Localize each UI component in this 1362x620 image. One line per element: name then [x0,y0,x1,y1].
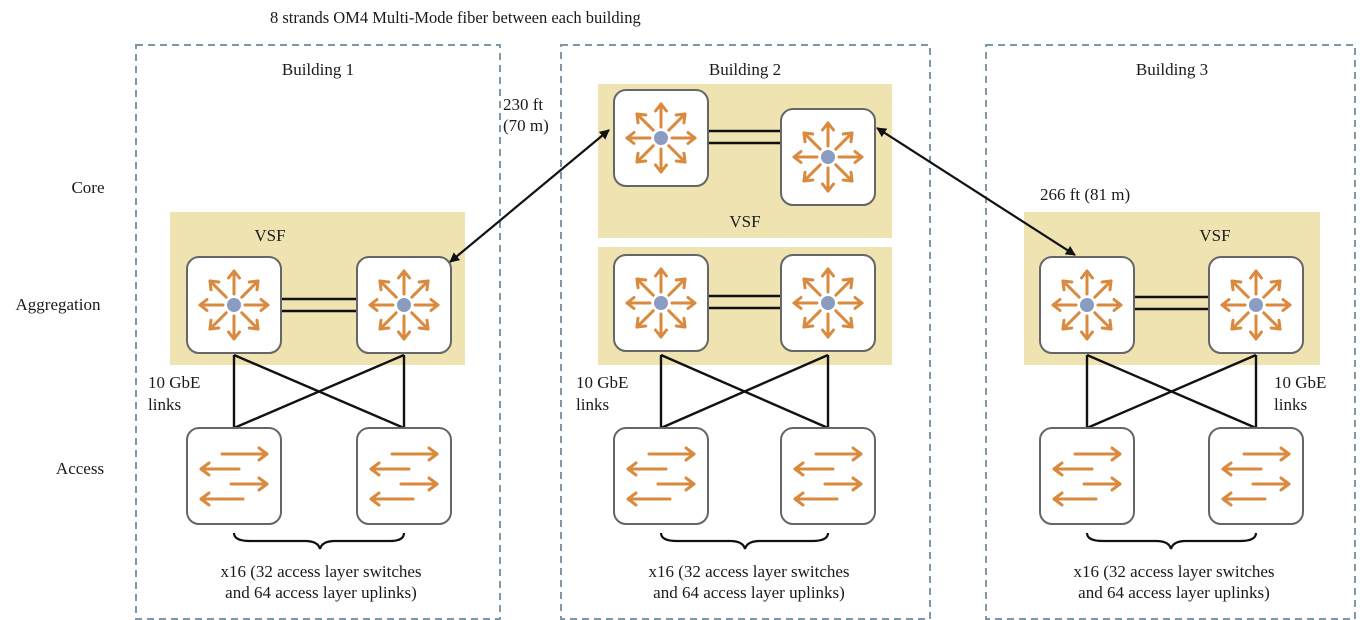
access-switch-5-icon [1039,427,1135,525]
access-braces [232,532,1258,550]
aggregation-switch-6-icon [1208,256,1304,354]
vsf-label-building-1: VSF [254,226,285,245]
building-3-border [985,44,1356,620]
access-summary-building-3-line1: x16 (32 access layer switches [1073,562,1274,581]
building-2-border [560,44,931,620]
access-switch-4-icon [780,427,876,525]
building-1-name: Building 1 [282,60,354,79]
aggregation-switch-2-icon [356,256,452,354]
access-summary-building-1-line1: x16 (32 access layer switches [220,562,421,581]
access-summary-building-2-line2: and 64 access layer uplinks) [653,583,845,602]
access-summary-building-2-line1: x16 (32 access layer switches [648,562,849,581]
layer-label-aggregation: Aggregation [16,295,101,314]
aggregation-switch-3-icon [613,254,709,352]
access-switch-6-icon [1208,427,1304,525]
links-label-building-3-line1: 10 GbE [1274,373,1326,392]
access-switch-1-icon [186,427,282,525]
aggregation-switch-1-icon [186,256,282,354]
fiber-distance-1-line1: 230 ft [503,95,543,114]
links-label-building-2-line1: 10 GbE [576,373,628,392]
layer-label-core: Core [71,178,104,197]
links-label-building-3-line2: links [1274,395,1307,414]
aggregation-switch-5-icon [1039,256,1135,354]
core-switch-2-icon [780,108,876,206]
building-3-name: Building 3 [1136,60,1208,79]
fiber-link-building-1-to-2 [449,129,610,263]
aggregation-switch-4-icon [780,254,876,352]
access-summary-building-3-line2: and 64 access layer uplinks) [1078,583,1270,602]
vsf-label-building-2: VSF [729,212,760,231]
diagram-title: 8 strands OM4 Multi-Mode fiber between e… [270,8,641,27]
access-switch-2-icon [356,427,452,525]
fiber-distance-2: 266 ft (81 m) [1040,185,1130,204]
building-1-border [135,44,501,620]
fiber-distance-1-line2: (70 m) [503,116,549,135]
building-2-name: Building 2 [709,60,781,79]
stack-links [280,129,1209,313]
uplink-lines [232,353,1258,430]
links-label-building-1-line1: 10 GbE [148,373,200,392]
access-switch-3-icon [613,427,709,525]
links-label-building-1-line2: links [148,395,181,414]
layer-label-access: Access [56,459,104,478]
switch-icons [186,89,1304,525]
links-label-building-2-line2: links [576,395,609,414]
access-summary-building-1-line2: and 64 access layer uplinks) [225,583,417,602]
fiber-link-building-2-to-3 [876,127,1076,256]
core-switch-1-icon [613,89,709,187]
vsf-label-building-3: VSF [1199,226,1230,245]
